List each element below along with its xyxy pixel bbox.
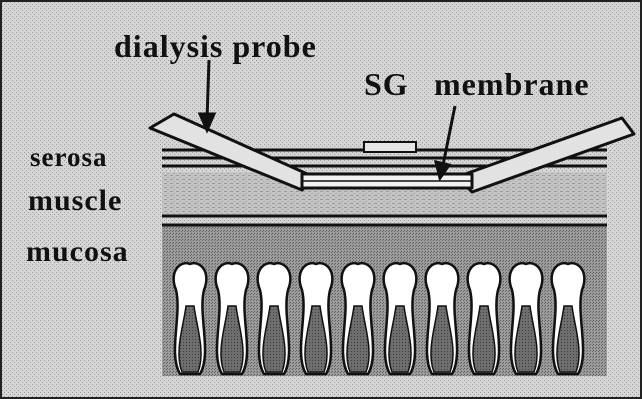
- muscle-label: muscle: [28, 186, 122, 216]
- villus: [216, 263, 249, 374]
- villus: [426, 263, 459, 374]
- villus: [300, 263, 333, 374]
- villus: [258, 263, 291, 374]
- villus: [384, 263, 417, 374]
- villus: [468, 263, 501, 374]
- dialysis-probe-label: dialysis probe: [114, 30, 317, 62]
- villus: [174, 263, 207, 374]
- sg-sensor: [364, 142, 416, 152]
- membrane-label: membrane: [434, 68, 590, 100]
- mucosa-label: mucosa: [26, 237, 129, 267]
- villus: [342, 263, 375, 374]
- villus: [552, 263, 585, 374]
- sg-label: SG: [364, 68, 409, 100]
- serosa-label: serosa: [30, 144, 108, 171]
- villus: [510, 263, 543, 374]
